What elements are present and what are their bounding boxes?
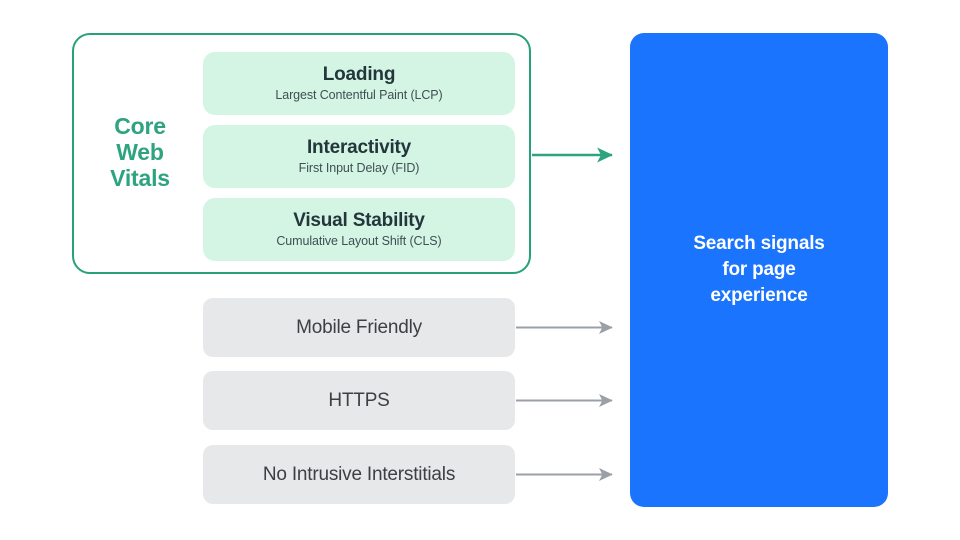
signal-card-no-intrusive-interstitials[interactable]: No Intrusive Interstitials [203, 445, 515, 504]
metric-subtitle: First Input Delay (FID) [298, 161, 420, 175]
metric-title: Loading [322, 64, 396, 85]
metric-card-interactivity[interactable]: Interactivity First Input Delay (FID) [203, 125, 515, 188]
core-web-vitals-label-line-3: Vitals [110, 165, 170, 191]
metric-subtitle: Largest Contentful Paint (LCP) [275, 88, 443, 102]
metric-title: Interactivity [306, 137, 412, 158]
signal-label: HTTPS [328, 390, 390, 411]
core-web-vitals-label-line-2: Web [116, 139, 164, 165]
search-signals-panel[interactable]: Search signals for page experience [630, 33, 888, 507]
core-web-vitals-label-line-1: Core [114, 113, 166, 139]
metric-card-visual-stability[interactable]: Visual Stability Cumulative Layout Shift… [203, 198, 515, 261]
metric-subtitle: Cumulative Layout Shift (CLS) [276, 234, 442, 248]
signal-card-mobile-friendly[interactable]: Mobile Friendly [203, 298, 515, 357]
search-signals-panel-label: Search signals for page experience [693, 233, 825, 306]
core-web-vitals-group-label: Core Web Vitals [94, 113, 186, 191]
signal-label: No Intrusive Interstitials [262, 464, 456, 485]
metric-title: Visual Stability [293, 210, 425, 231]
signal-card-https[interactable]: HTTPS [203, 371, 515, 430]
metric-card-loading[interactable]: Loading Largest Contentful Paint (LCP) [203, 52, 515, 115]
signal-label: Mobile Friendly [296, 317, 422, 338]
